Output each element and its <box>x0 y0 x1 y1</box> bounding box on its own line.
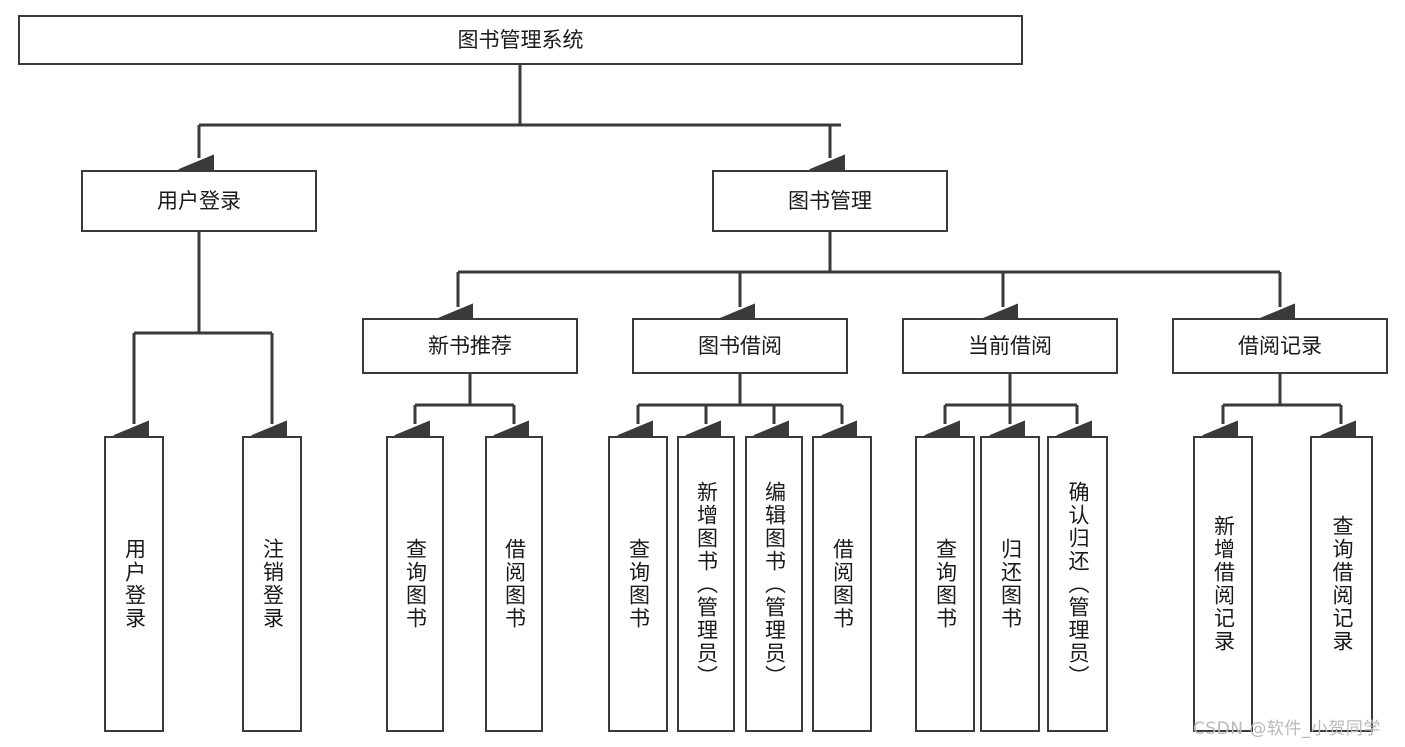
node-current-borrow[interactable]: 当前借阅 <box>902 318 1118 374</box>
node-current-borrow-label: 当前借阅 <box>968 333 1052 358</box>
node-leaf-confirm-return-admin-label: 确认归还（管理员） <box>1066 480 1090 688</box>
node-leaf-return-book[interactable]: 归还图书 <box>980 436 1040 732</box>
node-leaf-query-book-new-label: 查询图书 <box>403 538 428 630</box>
node-leaf-logout-label: 注销登录 <box>260 538 285 630</box>
node-leaf-query-borrow-record[interactable]: 查询借阅记录 <box>1310 436 1373 732</box>
node-leaf-logout[interactable]: 注销登录 <box>242 436 302 732</box>
node-leaf-borrow-book-new-label: 借阅图书 <box>502 538 527 630</box>
node-leaf-query-book-current[interactable]: 查询图书 <box>915 436 975 732</box>
node-leaf-confirm-return-admin[interactable]: 确认归还（管理员） <box>1047 436 1108 732</box>
node-root[interactable]: 图书管理系统 <box>18 15 1023 65</box>
node-user-login[interactable]: 用户登录 <box>81 170 317 232</box>
node-book-borrow[interactable]: 图书借阅 <box>632 318 848 374</box>
node-leaf-add-book-admin[interactable]: 新增图书（管理员） <box>677 436 735 732</box>
node-user-login-label: 用户登录 <box>157 188 241 213</box>
node-leaf-borrow-book-new[interactable]: 借阅图书 <box>485 436 543 732</box>
node-leaf-return-book-label: 归还图书 <box>998 538 1023 630</box>
node-leaf-edit-book-admin[interactable]: 编辑图书（管理员） <box>745 436 803 732</box>
node-new-book-recommend[interactable]: 新书推荐 <box>362 318 578 374</box>
node-borrow-records-label: 借阅记录 <box>1238 333 1322 358</box>
node-root-label: 图书管理系统 <box>457 27 584 52</box>
node-leaf-lend-book-label: 借阅图书 <box>830 538 855 630</box>
node-leaf-user-login-label: 用户登录 <box>122 538 147 630</box>
node-new-book-recommend-label: 新书推荐 <box>428 333 512 358</box>
node-book-management[interactable]: 图书管理 <box>712 170 948 232</box>
node-leaf-edit-book-admin-label: 编辑图书（管理员） <box>762 480 787 688</box>
node-borrow-records[interactable]: 借阅记录 <box>1172 318 1388 374</box>
node-leaf-query-book-borrow-label: 查询图书 <box>626 538 651 630</box>
node-leaf-query-book-borrow[interactable]: 查询图书 <box>608 436 668 732</box>
node-leaf-add-book-admin-label: 新增图书（管理员） <box>694 480 719 688</box>
node-leaf-user-login[interactable]: 用户登录 <box>104 436 164 732</box>
csdn-watermark: CSDN @软件_小贺同学 <box>1193 719 1381 739</box>
node-leaf-add-borrow-record-label: 新增借阅记录 <box>1211 515 1236 653</box>
node-leaf-query-book-new[interactable]: 查询图书 <box>386 436 444 732</box>
node-leaf-query-borrow-record-label: 查询借阅记录 <box>1330 515 1354 653</box>
node-leaf-query-book-current-label: 查询图书 <box>933 538 958 630</box>
node-leaf-lend-book[interactable]: 借阅图书 <box>812 436 872 732</box>
node-book-borrow-label: 图书借阅 <box>698 333 782 358</box>
node-leaf-add-borrow-record[interactable]: 新增借阅记录 <box>1193 436 1253 732</box>
node-book-management-label: 图书管理 <box>788 188 872 213</box>
